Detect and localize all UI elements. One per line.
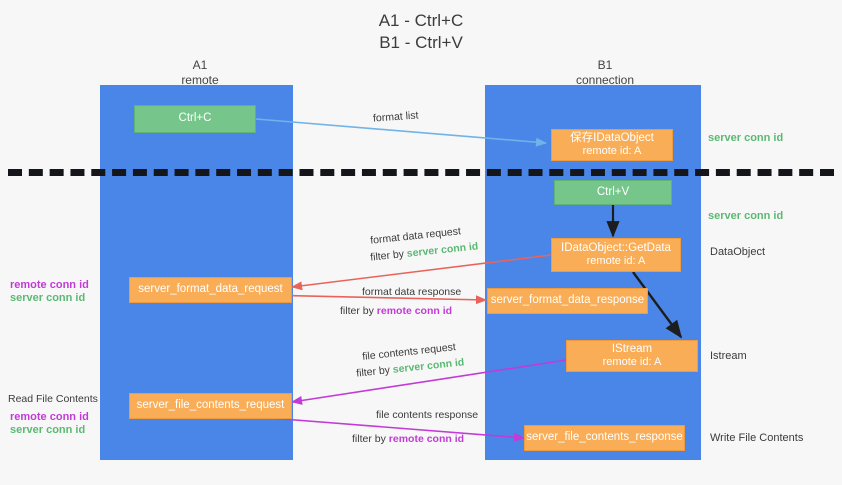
edge-label-format-data-response-filter: filter by remote conn id — [340, 304, 452, 318]
page-title: A1 - Ctrl+C B1 - Ctrl+V — [0, 10, 842, 54]
node-ctrl-c[interactable]: Ctrl+C — [134, 105, 256, 133]
lane-header-a1: A1 remote — [140, 58, 260, 88]
node-server-file-contents-response[interactable]: server_file_contents_response — [524, 425, 685, 451]
filter-key-server-conn-id: server conn id — [406, 240, 479, 260]
lane-a1-sub: remote — [181, 73, 219, 87]
node-save-idataobject-title: 保存IDataObject — [570, 131, 654, 144]
lane-b1-sub: connection — [575, 73, 635, 87]
annotation-left-read-file-contents: Read File Contents — [8, 393, 98, 405]
node-idataobject-getdata[interactable]: IDataObject::GetData remote id: A — [551, 238, 681, 272]
node-istream[interactable]: IStream remote id: A — [566, 340, 698, 372]
title-line-1: A1 - Ctrl+C — [378, 11, 464, 30]
annotation-left-remote-conn-id-2: remote conn id — [10, 411, 89, 423]
node-getdata-title: IDataObject::GetData — [561, 241, 671, 254]
annotation-right-write-file-contents: Write File Contents — [710, 432, 804, 444]
node-istream-title: IStream — [611, 342, 653, 355]
filter-key-remote-conn-id: remote conn id — [388, 433, 465, 445]
node-istream-remote-id: remote id: A — [602, 356, 662, 368]
annotation-right-server-conn-id-1: server conn id — [708, 132, 784, 144]
node-server-format-data-request[interactable]: server_format_data_request — [129, 277, 292, 303]
annotation-left-remote-conn-id-1: remote conn id — [10, 279, 89, 291]
lane-header-b1: B1 connection — [540, 58, 670, 88]
phase-divider — [8, 169, 834, 176]
annotation-right-dataobject: DataObject — [710, 246, 766, 258]
filter-prefix: filter by — [352, 433, 389, 445]
node-ctrl-v-label: Ctrl+V — [596, 185, 630, 198]
node-save-idataobject[interactable]: 保存IDataObject remote id: A — [551, 129, 673, 161]
node-getdata-remote-id: remote id: A — [586, 255, 646, 267]
edge-label-file-contents-response-filter: filter by remote conn id — [352, 432, 464, 446]
node-ctrl-v[interactable]: Ctrl+V — [554, 180, 672, 205]
edge-label-format-list: format list — [372, 109, 419, 125]
node-save-idataobject-remote-id: remote id: A — [582, 145, 642, 157]
edge-label-file-contents-response: file contents response — [376, 409, 479, 421]
annotation-right-server-conn-id-2: server conn id — [708, 210, 784, 222]
node-server-format-data-request-label: server_format_data_request — [138, 283, 283, 296]
annotation-right-istream: Istream — [710, 350, 747, 362]
annotation-left-server-conn-id-1: server conn id — [10, 292, 86, 304]
node-ctrl-c-label: Ctrl+C — [178, 112, 212, 125]
annotation-left-server-conn-id-2: server conn id — [10, 424, 86, 436]
node-server-file-contents-request-label: server_file_contents_request — [136, 399, 285, 412]
lane-a1-name: A1 — [192, 58, 208, 72]
filter-key-remote-conn-id: remote conn id — [376, 305, 453, 317]
title-line-2: B1 - Ctrl+V — [379, 33, 463, 52]
edge-label-format-data-response: format data response — [362, 286, 462, 298]
lane-b1-name: B1 — [597, 58, 613, 72]
node-server-format-data-response-label: server_format_data_response — [490, 294, 645, 307]
filter-prefix: filter by — [369, 247, 408, 264]
node-server-file-contents-response-label: server_file_contents_response — [526, 431, 683, 444]
node-server-file-contents-request[interactable]: server_file_contents_request — [129, 393, 292, 419]
filter-prefix: filter by — [355, 363, 394, 380]
filter-prefix: filter by — [340, 305, 377, 317]
node-server-format-data-response[interactable]: server_format_data_response — [487, 288, 648, 314]
